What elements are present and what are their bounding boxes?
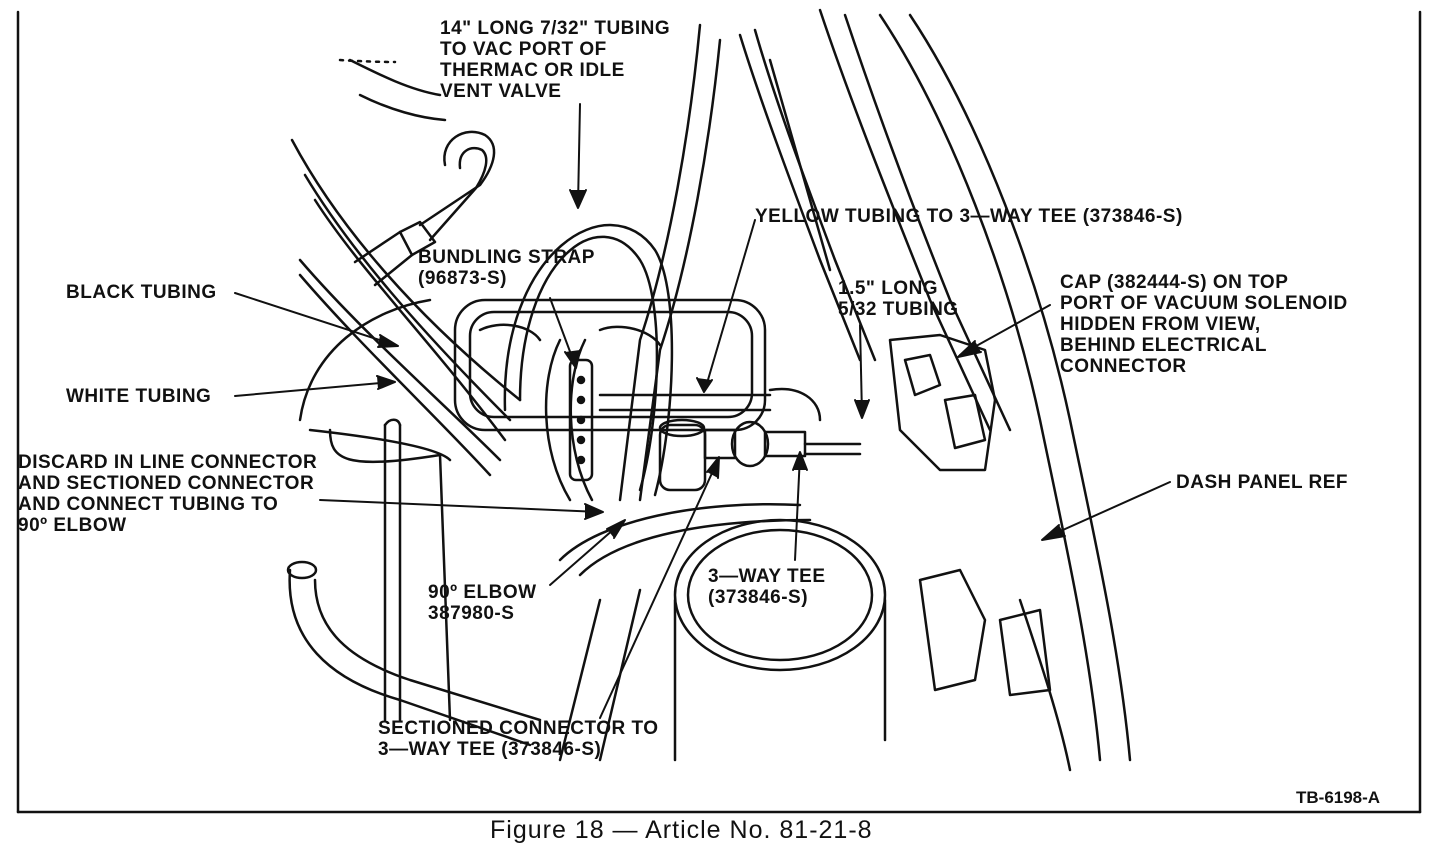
label-line: DASH PANEL REF bbox=[1176, 472, 1349, 493]
label-line: (96873-S) bbox=[418, 268, 507, 289]
label-yellow-tubing: YELLOW TUBING TO 3—WAY TEE (373846-S) bbox=[755, 206, 1183, 227]
label-line: THERMAC OR IDLE bbox=[440, 60, 625, 81]
label-line: PORT OF VACUUM SOLENOID bbox=[1060, 293, 1348, 314]
figure-caption: Figure 18 — Article No. 81-21-8 bbox=[490, 816, 873, 844]
label-bundling-strap: BUNDLING STRAP (96873-S) bbox=[418, 247, 595, 289]
label-sectioned-connector: SECTIONED CONNECTOR TO 3—WAY TEE (373846… bbox=[378, 718, 659, 760]
label-line: BLACK TUBING bbox=[66, 282, 217, 303]
label-line: CAP (382444-S) ON TOP bbox=[1060, 272, 1289, 293]
dash-panel bbox=[878, 13, 1132, 772]
engine-outline bbox=[298, 58, 452, 462]
label-line: WHITE TUBING bbox=[66, 386, 212, 407]
label-line: VENT VALVE bbox=[440, 81, 562, 102]
yellow-tube bbox=[598, 387, 822, 422]
reference-code: TB-6198-A bbox=[1296, 788, 1381, 807]
bundling-strap bbox=[544, 338, 594, 502]
label-line: 5/32 TUBING bbox=[838, 299, 959, 320]
label-discard-connector: DISCARD IN LINE CONNECTOR AND SECTIONED … bbox=[18, 452, 317, 536]
leader-lines bbox=[234, 103, 1171, 719]
label-line: CONNECTOR bbox=[1060, 356, 1187, 377]
label-line: AND SECTIONED CONNECTOR bbox=[18, 473, 315, 494]
loop-tubing bbox=[503, 223, 674, 497]
figure-frame bbox=[16, 10, 1422, 814]
label-line: 90º ELBOW bbox=[18, 515, 127, 536]
label-14-long-tubing: 14" LONG 7/32" TUBING TO VAC PORT OF THE… bbox=[440, 18, 670, 102]
carburetor-base bbox=[453, 298, 767, 432]
label-line: SECTIONED CONNECTOR TO bbox=[378, 718, 659, 739]
three-way-tee-part bbox=[703, 420, 862, 468]
vertical-tubes bbox=[618, 8, 1012, 502]
label-black-tubing: BLACK TUBING bbox=[66, 282, 217, 303]
round-canister bbox=[558, 503, 887, 762]
label-3-way-tee: 3—WAY TEE (373846-S) bbox=[708, 566, 826, 608]
label-line: 90º ELBOW bbox=[428, 582, 537, 603]
label-line: BEHIND ELECTRICAL bbox=[1060, 335, 1267, 356]
label-90-elbow: 90º ELBOW 387980-S bbox=[428, 582, 537, 624]
label-line: TO VAC PORT OF bbox=[440, 39, 607, 60]
label-line: (373846-S) bbox=[708, 587, 809, 608]
lower-hoses bbox=[286, 418, 642, 762]
label-line: 14" LONG 7/32" TUBING bbox=[440, 18, 671, 39]
label-line: 1.5" LONG bbox=[838, 278, 939, 299]
label-line: BUNDLING STRAP bbox=[418, 247, 595, 268]
label-line: 387980-S bbox=[428, 603, 515, 624]
label-line: YELLOW TUBING TO 3—WAY TEE (373846-S) bbox=[755, 206, 1183, 227]
label-line: 3—WAY TEE (373846-S) bbox=[378, 739, 602, 760]
label-1-5-long-tubing: 1.5" LONG 5/32 TUBING bbox=[838, 278, 959, 320]
label-line: DISCARD IN LINE CONNECTOR bbox=[18, 452, 318, 473]
label-line: 3—WAY TEE bbox=[708, 566, 826, 587]
label-cap: CAP (382444-S) ON TOP PORT OF VACUUM SOL… bbox=[1060, 272, 1348, 377]
label-white-tubing: WHITE TUBING bbox=[66, 386, 211, 407]
tubing-bundle bbox=[290, 138, 522, 477]
label-line: AND CONNECT TUBING TO bbox=[18, 494, 279, 515]
label-dash-panel-ref: DASH PANEL REF bbox=[1176, 472, 1348, 493]
label-line: HIDDEN FROM VIEW, bbox=[1060, 314, 1261, 335]
